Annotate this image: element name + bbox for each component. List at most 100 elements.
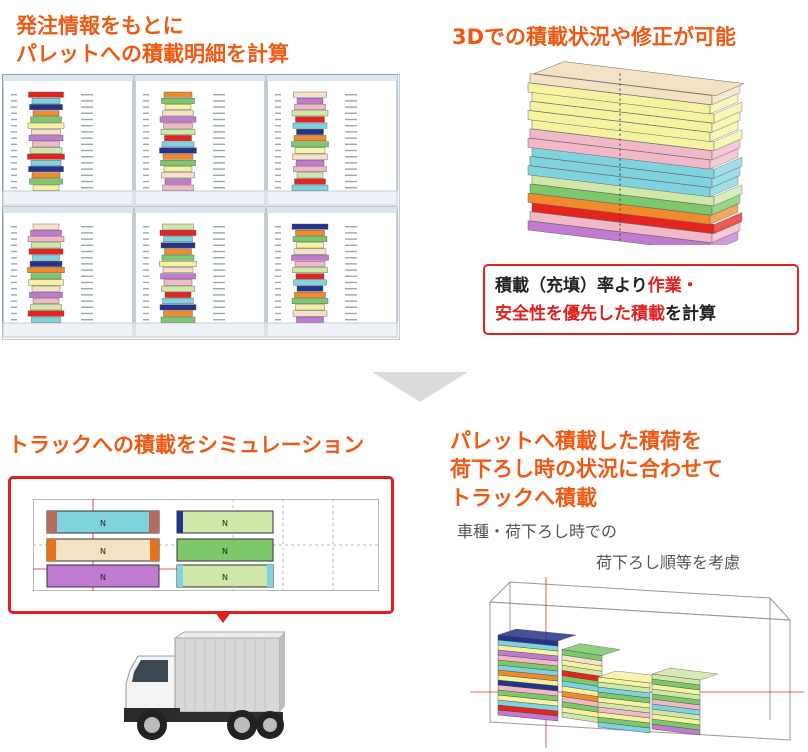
- calc-window-pane: [266, 206, 398, 338]
- calc-bar: [291, 110, 329, 117]
- calc-bar: [292, 122, 328, 129]
- calc-bar: [30, 116, 62, 123]
- truck-pallet-6: N: [176, 564, 274, 588]
- calc-bar: [27, 310, 65, 317]
- truck-pallet-5-label: N: [222, 547, 228, 556]
- truck-layout-diagram: N N N N N N: [33, 499, 379, 591]
- calc-bar: [296, 285, 324, 292]
- calc-bar: [29, 147, 63, 154]
- calc-bar: [160, 129, 196, 135]
- calc-bar: [161, 141, 195, 148]
- truck-pallet-3: N: [46, 564, 160, 588]
- calc-bar: [163, 236, 193, 242]
- calc-bar: [291, 141, 329, 148]
- calc-bar: [31, 242, 61, 249]
- calc-bar: [32, 298, 60, 304]
- truck-pallet-6-label: N: [222, 573, 228, 582]
- calc-bar: [159, 260, 197, 267]
- calc-bar: [161, 285, 195, 292]
- sim-heading: トラックへの積載をシミュレーション: [8, 433, 365, 457]
- calc-bar: [28, 279, 64, 286]
- calc-bar: [162, 223, 194, 230]
- calc-bar: [164, 248, 192, 255]
- callout-text-4: を計算: [665, 304, 716, 324]
- truck-pallet-2: N: [46, 538, 160, 562]
- calc-bar: [296, 98, 324, 104]
- calc-bar: [160, 316, 196, 323]
- consider-text-line2: 荷下ろし順等を考慮: [596, 553, 741, 572]
- calc-bar: [293, 166, 327, 173]
- stack-layer-side: [713, 129, 743, 152]
- calc-bar: [295, 159, 325, 166]
- load-heading-line3: トラックへ積載: [450, 486, 597, 510]
- calc-bar: [27, 236, 65, 242]
- consider-text-line1: 車種・荷下ろし時での: [457, 522, 618, 541]
- calc-bar: [291, 184, 329, 191]
- load-heading-line2: 荷下ろし時の状況に合わせて: [450, 457, 723, 481]
- calc-window-pane: [2, 74, 134, 206]
- calc-bar: [293, 91, 327, 98]
- calc-heading-line1: 発注情報をもとに: [16, 14, 184, 38]
- callout-pointer: [214, 611, 232, 623]
- calc-window-pane: [134, 206, 266, 338]
- calc-bar: [162, 298, 194, 304]
- bed-top: [651, 667, 719, 681]
- calc-window-pane: [266, 74, 398, 206]
- calc-bar: [161, 172, 195, 179]
- calc-bar: [163, 166, 193, 173]
- calc-bar: [294, 178, 326, 185]
- calc-bar: [160, 242, 196, 249]
- calc-bar: [292, 236, 328, 242]
- calc-bar: [29, 291, 63, 298]
- calc-bar: [160, 273, 196, 280]
- calc-bar: [296, 242, 324, 249]
- calc-bar: [162, 267, 194, 273]
- calc-bar: [29, 104, 63, 110]
- calc-bar: [293, 135, 327, 142]
- calc-bar: [291, 223, 329, 230]
- calc-bar: [163, 279, 193, 286]
- truck-pallet-3-label: N: [100, 573, 106, 582]
- calc-bar: [296, 129, 324, 135]
- calc-bar: [159, 229, 197, 236]
- calc-bar: [31, 172, 61, 179]
- calc-bar: [32, 223, 60, 230]
- calc-bar: [30, 273, 62, 280]
- calc-bar: [164, 178, 192, 185]
- calc-bar: [27, 153, 65, 160]
- calc-bar: [292, 153, 328, 160]
- calc-bar: [162, 153, 194, 160]
- calc-bar: [32, 184, 60, 191]
- calc-bar: [294, 104, 326, 110]
- calc-bar: [162, 110, 194, 117]
- calc-bar: [292, 310, 328, 317]
- truck-pallet-4: N: [176, 510, 274, 534]
- calc-bar: [294, 291, 326, 298]
- truck-pallet-1: N: [46, 510, 160, 534]
- calc-bar: [32, 110, 60, 117]
- calc-bar: [31, 316, 61, 323]
- truck-pallet-5: N: [176, 538, 274, 562]
- view3d-heading: 3Dでの積載状況や修正が可能: [452, 25, 737, 49]
- callout-box: 積載（充填）率より作業・ 安全性を優先した積載を計算: [483, 264, 799, 335]
- stack-layer-side: [713, 101, 743, 124]
- stack-layer-side: [713, 184, 743, 207]
- callout-text-3: 安全性を優先した積載: [495, 304, 665, 324]
- calc-bar: [159, 116, 197, 123]
- calc-bar: [28, 248, 64, 255]
- down-arrow-icon: [372, 372, 468, 402]
- calc-bar: [27, 267, 65, 273]
- calc-bar: [31, 98, 61, 104]
- truck-pallet-1-label: N: [100, 519, 106, 528]
- calc-bar: [163, 310, 193, 317]
- calc-bar: [31, 129, 61, 135]
- calc-bar: [293, 279, 327, 286]
- calc-bar: [27, 122, 65, 129]
- calc-bar: [162, 184, 194, 191]
- calc-bar: [163, 122, 193, 129]
- truck-3d-loading-view: [470, 577, 804, 748]
- calc-bar: [159, 147, 197, 154]
- calc-bar: [291, 254, 329, 261]
- calc-bar: [295, 304, 325, 311]
- calc-bar: [32, 141, 60, 148]
